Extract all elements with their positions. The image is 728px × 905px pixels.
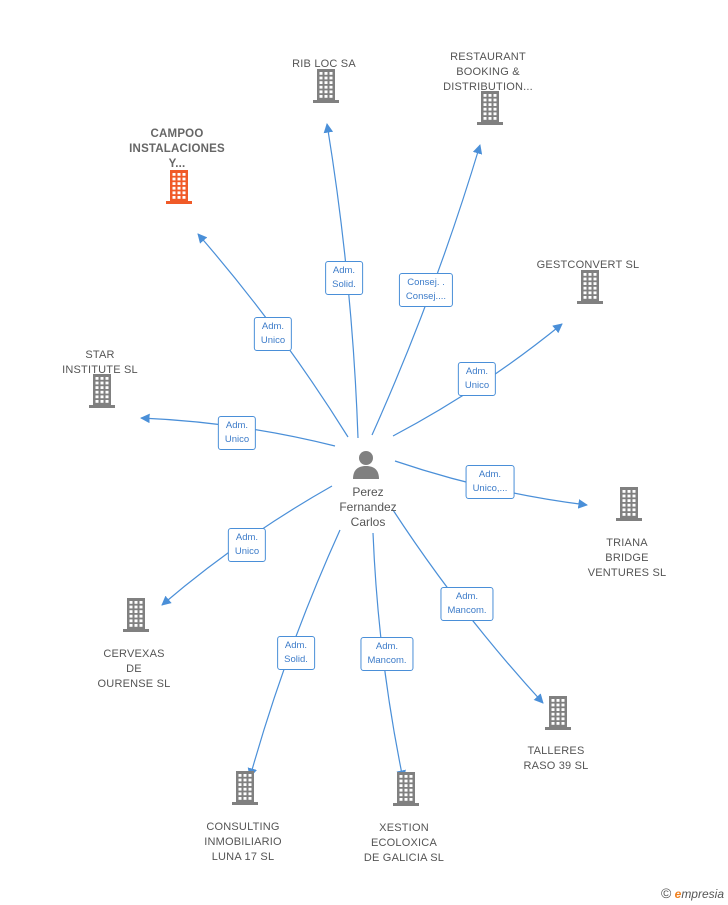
node-talleres-raso[interactable] xyxy=(543,696,573,735)
node-consulting-luna[interactable] xyxy=(230,771,260,810)
node-rib-loc[interactable] xyxy=(311,69,341,108)
edge-role-cervexas[interactable]: Adm. Unico xyxy=(227,528,267,562)
person-icon xyxy=(353,451,379,479)
edge-role-star-institute[interactable]: Adm. Unico xyxy=(217,416,257,450)
edge-role-gestconvert[interactable]: Adm. Unico xyxy=(457,362,497,396)
building-icon xyxy=(166,170,192,204)
node-label-triana-bridge[interactable]: TRIANA BRIDGE VENTURES SL xyxy=(587,537,667,579)
edge-role-talleres-raso[interactable]: Adm. Mancom. xyxy=(440,587,494,621)
building-icon xyxy=(313,69,339,103)
edge-role-restaurant-booking[interactable]: Consej. . Consej.... xyxy=(398,273,454,307)
node-cervexas[interactable] xyxy=(121,598,151,637)
node-label-xestion-ecoloxica[interactable]: XESTION ECOLOXICA DE GALICIA SL xyxy=(363,822,445,864)
edge-role-campoo[interactable]: Adm. Unico xyxy=(253,317,293,351)
node-star-institute[interactable] xyxy=(87,374,117,413)
node-label-restaurant-booking[interactable]: RESTAURANT BOOKING & DISTRIBUTION... xyxy=(443,51,533,93)
building-icon xyxy=(477,91,503,125)
building-icon xyxy=(616,487,642,521)
node-label-campoo[interactable]: CAMPOO INSTALACIONES Y... xyxy=(129,128,225,170)
building-icon xyxy=(577,270,603,304)
node-label-star-institute[interactable]: STAR INSTITUTE SL xyxy=(62,349,138,376)
brand-watermark: © empresia xyxy=(661,885,724,901)
building-icon xyxy=(89,374,115,408)
center-person-name: Perez Fernandez Carlos xyxy=(339,485,397,529)
building-icon xyxy=(545,696,571,730)
edge-role-xestion-ecoloxica[interactable]: Adm. Mancom. xyxy=(360,637,414,671)
edge-role-triana-bridge[interactable]: Adm. Unico,... xyxy=(465,465,515,499)
node-label-consulting-luna[interactable]: CONSULTING INMOBILIARIO LUNA 17 SL xyxy=(204,821,282,863)
node-label-rib-loc[interactable]: RIB LOC SA xyxy=(292,58,356,70)
building-icon xyxy=(123,598,149,632)
building-icon xyxy=(393,772,419,806)
center-person[interactable] xyxy=(351,449,381,484)
building-icon xyxy=(232,771,258,805)
edge-role-consulting-luna[interactable]: Adm. Solid. xyxy=(277,636,315,670)
node-label-cervexas[interactable]: CERVEXAS DE OURENSE SL xyxy=(97,648,171,690)
node-xestion-ecoloxica[interactable] xyxy=(391,772,421,811)
node-triana-bridge[interactable] xyxy=(614,487,644,526)
node-label-gestconvert[interactable]: GESTCONVERT SL xyxy=(536,259,640,271)
node-restaurant-booking[interactable] xyxy=(475,91,505,130)
node-gestconvert[interactable] xyxy=(575,270,605,309)
node-campoo[interactable] xyxy=(164,170,194,209)
edge-role-rib-loc[interactable]: Adm. Solid. xyxy=(325,261,363,295)
brand-initial: e xyxy=(674,887,682,901)
brand-name: mpresia xyxy=(681,887,724,901)
copyright-icon: © xyxy=(660,885,672,901)
node-label-talleres-raso[interactable]: TALLERES RASO 39 SL xyxy=(523,745,589,772)
